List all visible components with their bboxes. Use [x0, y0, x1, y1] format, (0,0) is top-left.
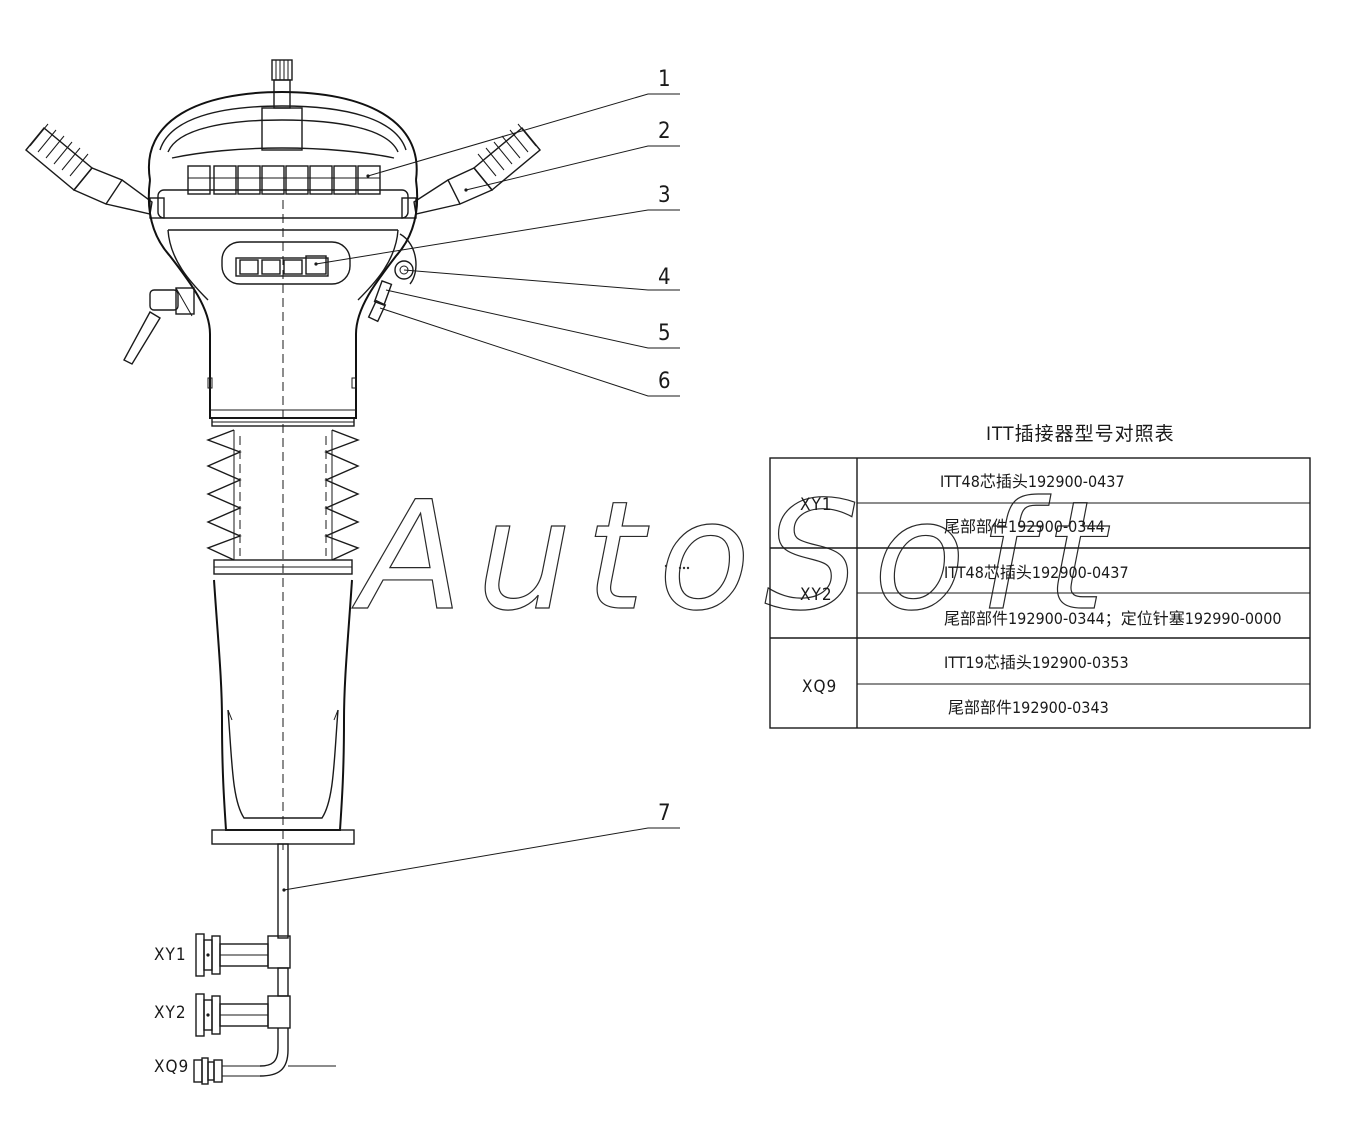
left-knob	[25, 123, 165, 219]
label-xy2: XY2	[154, 1003, 187, 1023]
table-cell: 尾部部件192900-0344	[944, 517, 1105, 536]
connector-labels: XY1 XY2 XQ9	[154, 945, 189, 1077]
connector-xy1	[195, 933, 269, 977]
connector-xy2	[195, 993, 269, 1037]
table-cell: ITT48芯插头192900-0437	[940, 472, 1125, 491]
group-name-xy2: XY2	[800, 585, 833, 605]
table-cell: 尾部部件192900-0344；定位针塞192990-0000	[944, 609, 1282, 628]
group-name-xq9: XQ9	[802, 677, 837, 697]
cable-harness	[193, 843, 336, 1085]
label-xy1: XY1	[154, 945, 187, 965]
callout-4: 4	[658, 265, 671, 290]
watermark: AutoSoft	[352, 470, 1119, 644]
connector-table: ITT插接器型号对照表 XY1 XY2 XQ9 ITT48芯插头192900-0…	[769, 423, 1311, 729]
table-cell: 尾部部件192900-0343	[948, 698, 1109, 717]
callout-1: 1	[658, 67, 671, 92]
group-name-xy1: XY1	[800, 495, 833, 515]
callout-numbers: 1 2 3 4 5 6 7	[658, 67, 671, 826]
callout-5: 5	[658, 321, 671, 346]
button-row	[187, 165, 381, 195]
table-cell: ITT48芯插头192900-0437	[944, 563, 1129, 582]
table-title: ITT插接器型号对照表	[986, 423, 1175, 445]
table-cell: ITT19芯插头192900-0353	[944, 653, 1129, 672]
callout-6: 6	[658, 369, 671, 394]
watermark-dots	[664, 564, 690, 570]
callout-3: 3	[658, 183, 671, 208]
handle-assembly	[25, 59, 541, 419]
right-knob	[401, 123, 541, 219]
display-window	[221, 241, 351, 285]
leader-lines	[283, 93, 680, 891]
label-xq9: XQ9	[154, 1057, 189, 1077]
connector-xq9	[193, 1057, 223, 1085]
callout-7: 7	[658, 801, 671, 826]
callout-2: 2	[658, 119, 671, 144]
